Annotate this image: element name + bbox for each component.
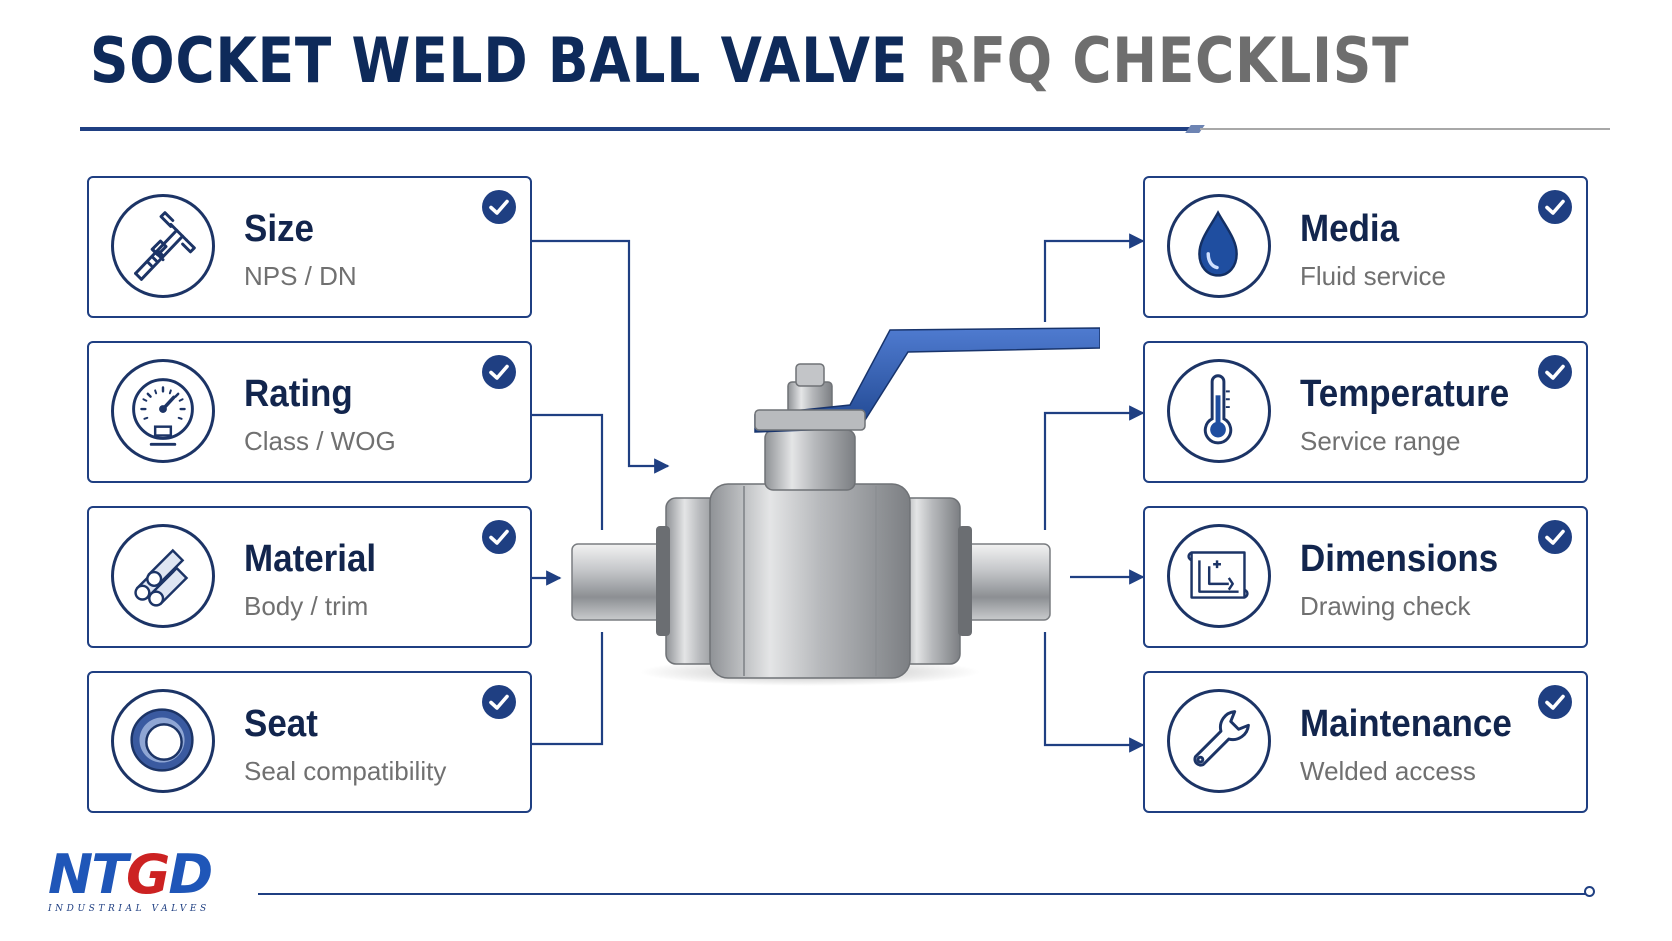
card-title: Rating (244, 373, 353, 415)
card-subtitle: Fluid service (1300, 261, 1446, 291)
card-subtitle: NPS / DN (244, 261, 357, 291)
connector-rating (532, 413, 604, 530)
footer-divider-end-dot (1584, 886, 1595, 897)
title-secondary: RFQ CHECKLIST (927, 24, 1410, 97)
check-icon (482, 520, 516, 554)
check-icon (482, 355, 516, 389)
card-subtitle: Welded access (1300, 756, 1476, 786)
metal-bars-icon (111, 524, 215, 628)
valve-bonnet (764, 429, 856, 491)
checklist-card-seat: Seat Seal compatibility (87, 671, 532, 813)
connector-temperature (1043, 405, 1145, 530)
connector-seat (532, 632, 604, 746)
valve-body (709, 483, 911, 679)
card-subtitle: Drawing check (1300, 591, 1471, 621)
logo-tagline: INDUSTRIAL VALVES (48, 904, 210, 914)
card-subtitle: Service range (1300, 426, 1461, 456)
ball-valve-illustration (571, 327, 1100, 686)
card-title: Material (244, 538, 377, 580)
checklist-card-media: Media Fluid service (1143, 176, 1588, 318)
card-title: Maintenance (1300, 703, 1512, 745)
water-drop-icon (1167, 194, 1271, 298)
page-title: SOCKET WELD BALL VALVE RFQ CHECKLIST (90, 30, 1409, 92)
connector-media (1043, 233, 1145, 322)
logo-mark-part-b: D (168, 843, 213, 906)
logo-mark-part-a: NT (48, 843, 128, 906)
seal-ring-icon (111, 689, 215, 793)
checklist-card-temperature: Temperature Service range (1143, 341, 1588, 483)
pressure-gauge-icon (111, 359, 215, 463)
footer-divider (258, 893, 1588, 895)
thermometer-icon (1167, 359, 1271, 463)
card-subtitle: Body / trim (244, 591, 369, 621)
card-title: Dimensions (1300, 538, 1499, 580)
checklist-card-material: Material Body / trim (87, 506, 532, 648)
caliper-icon (111, 194, 215, 298)
check-icon (1538, 190, 1572, 224)
check-icon (482, 685, 516, 719)
connector-size (532, 239, 670, 474)
wrench-icon (1167, 689, 1271, 793)
card-title: Temperature (1300, 373, 1510, 415)
check-icon (1538, 355, 1572, 389)
check-icon (1538, 685, 1572, 719)
card-subtitle: Seal compatibility (244, 756, 447, 786)
card-title: Seat (244, 703, 318, 745)
checklist-card-size: Size NPS / DN (87, 176, 532, 318)
card-subtitle: Class / WOG (244, 426, 396, 456)
checklist-card-dimensions: Dimensions Drawing check (1143, 506, 1588, 648)
check-icon (1538, 520, 1572, 554)
connector-maintenance (1043, 632, 1145, 753)
check-icon (482, 190, 516, 224)
title-primary: SOCKET WELD BALL VALVE (90, 24, 909, 97)
company-logo: NTGD INDUSTRIAL VALVES (48, 848, 238, 918)
card-title: Media (1300, 208, 1400, 250)
card-title: Size (244, 208, 314, 250)
logo-mark: NTGD (48, 848, 213, 902)
checklist-card-rating: Rating Class / WOG (87, 341, 532, 483)
title-underline (80, 127, 1190, 131)
checklist-card-maintenance: Maintenance Welded access (1143, 671, 1588, 813)
logo-mark-accent: G (126, 843, 170, 906)
blueprint-icon (1167, 524, 1271, 628)
title-underline-gray (1200, 128, 1610, 130)
